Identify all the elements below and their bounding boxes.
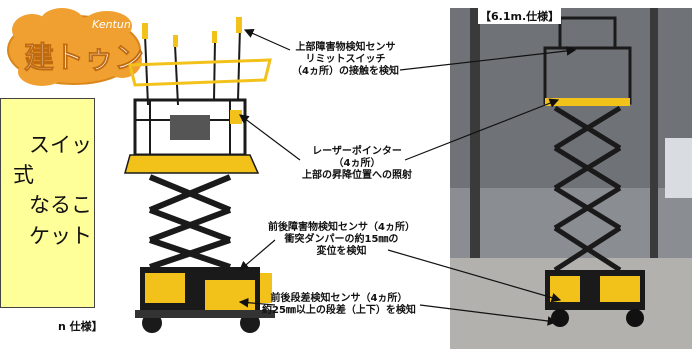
- scissor-lift-photo-left: [124, 17, 275, 333]
- arrow-laser-left: [239, 114, 301, 161]
- annotation-upper-obstacle-sensor: 上部障害物検知センサ リミットスイッチ （4ヵ所）の接触を検知: [292, 42, 399, 77]
- annotation-front-rear-obstacle-sensor: 前後障害物検知センサ（4ヵ所） 衝突ダンパーの約15㎜の 変位を検知: [268, 222, 415, 257]
- logo-main-text: 建トゥン: [24, 41, 144, 76]
- annotation-laser-pointer: レーザーポインター （4ヵ所） 上部の昇降位置への照射: [302, 146, 412, 181]
- arrow-obstacle-right: [387, 249, 562, 303]
- arrow-step-left: [238, 297, 276, 308]
- annotation-front-rear-step-sensor: 前後段差検知センサ（4ヵ所） 約25㎜以上の段差（上下）を検知: [262, 293, 416, 316]
- callout-line-3: なるこ: [29, 193, 92, 217]
- left-spec-caption: n 仕様】: [58, 320, 103, 333]
- right-spec-caption: 【6.1m.仕様】: [478, 8, 562, 24]
- logo-subtext: Kentun: [92, 18, 131, 31]
- callout-line-2: 式: [13, 163, 34, 187]
- callout-line-4: ケット: [29, 224, 92, 248]
- arrow-step-right: [419, 304, 558, 326]
- arrow-obstacle-left: [239, 239, 276, 271]
- callout-line-1: スイッ: [29, 133, 92, 157]
- callout-box: スイッ 式 なるこ ケット: [0, 98, 95, 308]
- arrow-laser-right: [404, 98, 560, 161]
- scissor-lift-photo-right: [450, 8, 692, 349]
- arrow-upper-sensor-right: [399, 46, 577, 71]
- arrow-upper-sensor-left: [243, 29, 291, 51]
- kentun-logo: Kentun 建トゥン: [7, 8, 144, 86]
